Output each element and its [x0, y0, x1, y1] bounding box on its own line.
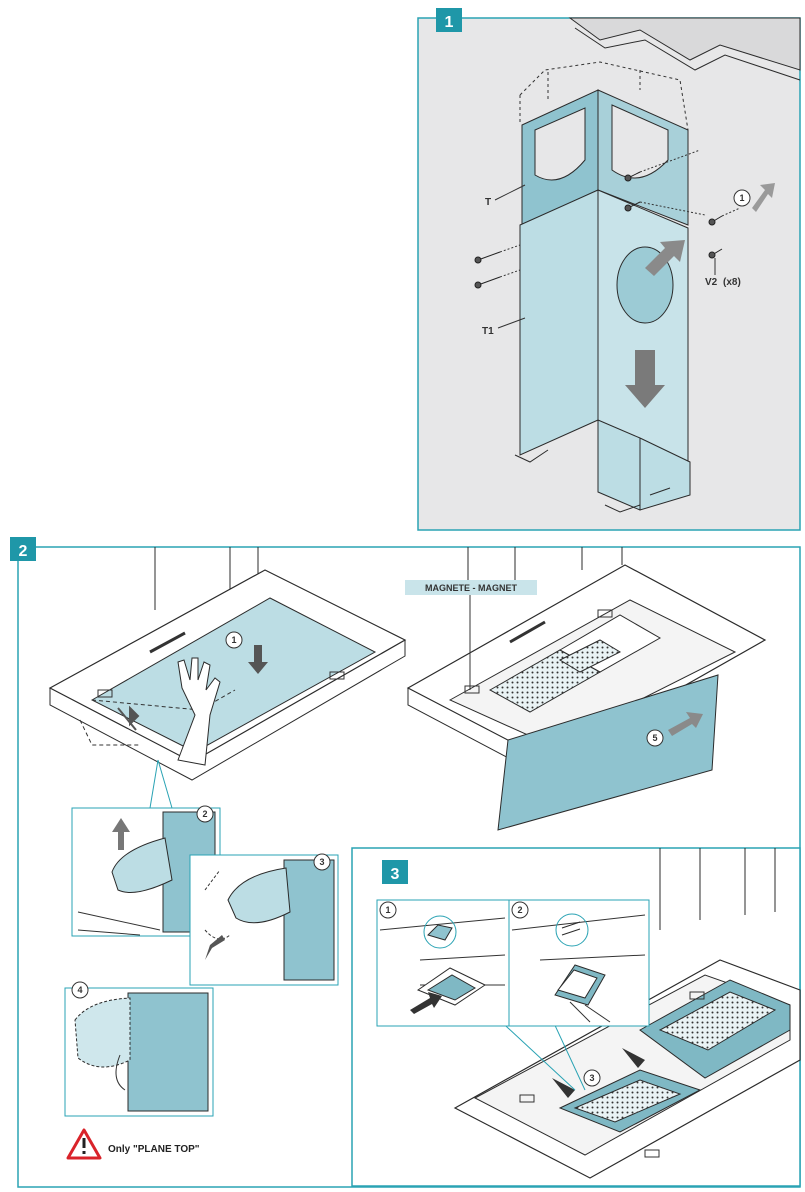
- slide-down-arrow-icon: [625, 350, 665, 408]
- ceiling: [568, 17, 801, 71]
- inset-3-2: 2: [508, 899, 650, 1027]
- panel-1-badge: [436, 8, 462, 32]
- duct-bottom-box: [597, 419, 691, 511]
- warning-exclamation: [82, 1138, 86, 1148]
- label-t1: T1: [482, 326, 494, 337]
- step-2-1-number: 1: [231, 635, 236, 645]
- step-3-3-number: 3: [589, 1073, 594, 1083]
- hood-bottom-view: [453, 848, 801, 1179]
- duct-lower-left-face: [519, 189, 599, 456]
- ceiling-edge: [574, 27, 801, 81]
- panel-2-badge: [10, 537, 36, 561]
- release-arrow-icon: [410, 992, 442, 1014]
- hood-left: [48, 547, 407, 781]
- panel-3: 3 3: [351, 847, 801, 1187]
- step-1-number: 1: [739, 193, 744, 203]
- lower-arrow-icon: [117, 705, 140, 731]
- hood-right: [406, 547, 767, 781]
- step-2-3-number: 3: [319, 857, 324, 867]
- slide-out-arrow-icon: [668, 712, 703, 736]
- inset-2-3: 4: [64, 981, 214, 1117]
- label-t-leader: [494, 184, 526, 201]
- label-v2: V2: [705, 277, 718, 288]
- panel-3-number: 3: [391, 866, 400, 883]
- label-t: T: [485, 197, 491, 208]
- step-2-2-number: 2: [202, 809, 207, 819]
- duct-bottom-flange: [514, 449, 671, 513]
- warning-text: Only "PLANE TOP": [108, 1144, 200, 1155]
- label-t1-leader: [497, 317, 526, 329]
- panel-3-badge: [382, 860, 408, 884]
- hand-icon: [177, 657, 221, 766]
- grease-panel: [497, 674, 719, 831]
- inset-2-2: 3: [189, 853, 339, 986]
- step-direction-arrow-icon: [752, 183, 775, 212]
- bracket-outline-dashed: [519, 61, 689, 131]
- callout-lines: [149, 759, 173, 809]
- step-2-1-marker: [225, 631, 243, 649]
- remove-arrow-icon: [645, 240, 685, 276]
- panel-1: 1 T: [417, 8, 801, 531]
- screw-icon: [474, 171, 723, 289]
- duct-cutout-left: [534, 107, 586, 181]
- inset-3-1: 1: [376, 899, 510, 1027]
- panel-1-number: 1: [445, 14, 454, 31]
- lift-arrow-icon: [112, 818, 130, 850]
- step-2-4-number: 4: [77, 985, 82, 995]
- magnet-label: MAGNETE - MAGNET: [425, 583, 517, 593]
- step-3-3-marker: [583, 1069, 601, 1087]
- warning-exclamation-dot: [82, 1151, 86, 1154]
- panel-2-number: 2: [19, 543, 28, 560]
- step-1-marker: [733, 189, 751, 207]
- pull-arrow-icon: [205, 935, 225, 960]
- duct-cutout-right: [611, 104, 669, 179]
- push-arrow-icon: [248, 645, 268, 674]
- step-3-1-number: 1: [385, 905, 390, 915]
- step-3-2-number: 2: [517, 905, 522, 915]
- step-2-5-marker: [646, 729, 664, 747]
- label-v2-count: (x8): [723, 277, 741, 288]
- step-2-5-number: 5: [652, 733, 657, 743]
- magnet-label-box: [405, 580, 537, 595]
